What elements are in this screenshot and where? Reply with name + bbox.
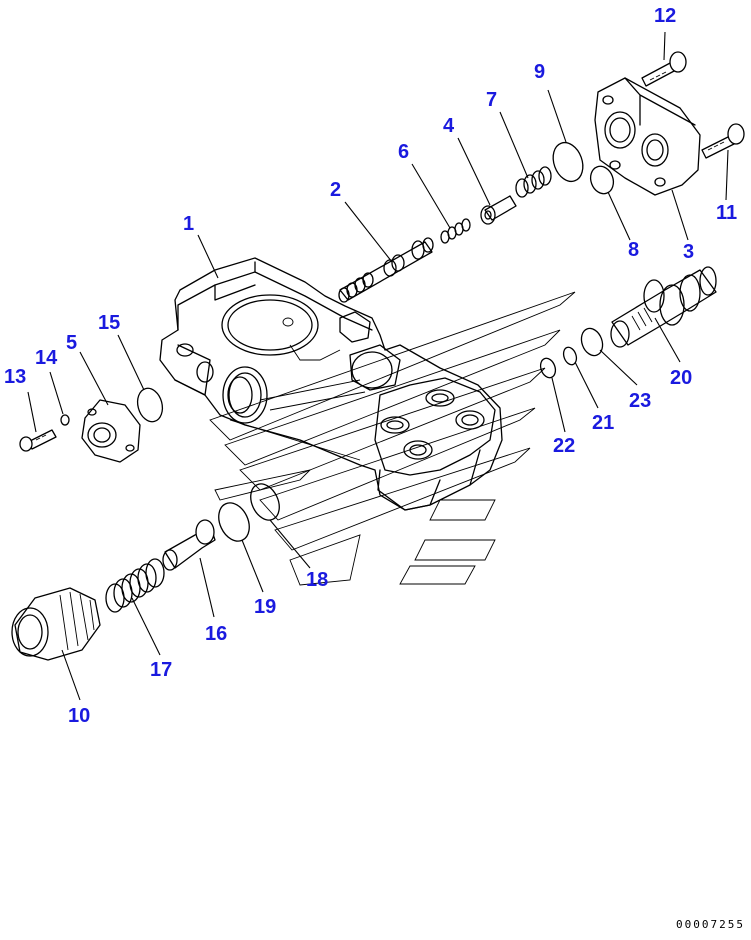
callout-20[interactable]: 20 — [670, 367, 693, 389]
o-ring-22 — [539, 357, 557, 379]
leader-lines — [27, 31, 729, 701]
callout-12[interactable]: 12 — [654, 5, 677, 27]
callout-2[interactable]: 2 — [330, 179, 342, 201]
small-spring — [440, 218, 471, 244]
callout-22[interactable]: 22 — [553, 435, 576, 457]
o-ring-15 — [136, 387, 164, 423]
spring-7 — [515, 166, 552, 198]
callout-15[interactable]: 15 — [98, 312, 121, 334]
ring-21 — [562, 346, 578, 366]
callout-9[interactable]: 9 — [534, 61, 546, 83]
cover-3 — [594, 77, 701, 196]
drawing-number: 00007255 — [676, 918, 745, 931]
piston-16 — [162, 519, 216, 571]
callout-7[interactable]: 7 — [486, 89, 498, 111]
o-ring-8 — [589, 165, 615, 195]
callout-19[interactable]: 19 — [254, 596, 277, 618]
callout-23[interactable]: 23 — [629, 390, 652, 412]
relief-valve-20 — [610, 266, 717, 348]
valve-body — [159, 257, 503, 511]
spring-17 — [105, 558, 165, 613]
callout-18[interactable]: 18 — [306, 569, 329, 591]
callout-6[interactable]: 6 — [398, 141, 410, 163]
o-ring-18 — [250, 483, 280, 521]
callout-13[interactable]: 13 — [4, 366, 27, 388]
callout-16[interactable]: 16 — [205, 623, 228, 645]
bolt-12 — [641, 51, 687, 87]
washer-14 — [60, 414, 70, 426]
callout-5[interactable]: 5 — [66, 332, 78, 354]
spool — [338, 237, 434, 303]
o-ring-19 — [218, 502, 250, 542]
callout-21[interactable]: 21 — [592, 412, 615, 434]
background-hatching — [209, 291, 576, 586]
o-ring-23 — [580, 327, 604, 357]
callout-8[interactable]: 8 — [628, 239, 640, 261]
callout-1[interactable]: 1 — [183, 213, 195, 235]
callout-4[interactable]: 4 — [443, 115, 455, 137]
bolt-11 — [701, 123, 745, 159]
flange-5 — [81, 399, 141, 463]
o-ring-9 — [552, 141, 584, 183]
callout-11[interactable]: 11 — [716, 202, 738, 224]
plug-4 — [480, 195, 517, 225]
callout-17[interactable]: 17 — [150, 659, 173, 681]
cap-10 — [11, 587, 101, 661]
callout-3[interactable]: 3 — [683, 241, 695, 263]
callout-14[interactable]: 14 — [35, 347, 58, 369]
callout-10[interactable]: 10 — [68, 705, 91, 727]
bolt-13 — [19, 429, 57, 452]
